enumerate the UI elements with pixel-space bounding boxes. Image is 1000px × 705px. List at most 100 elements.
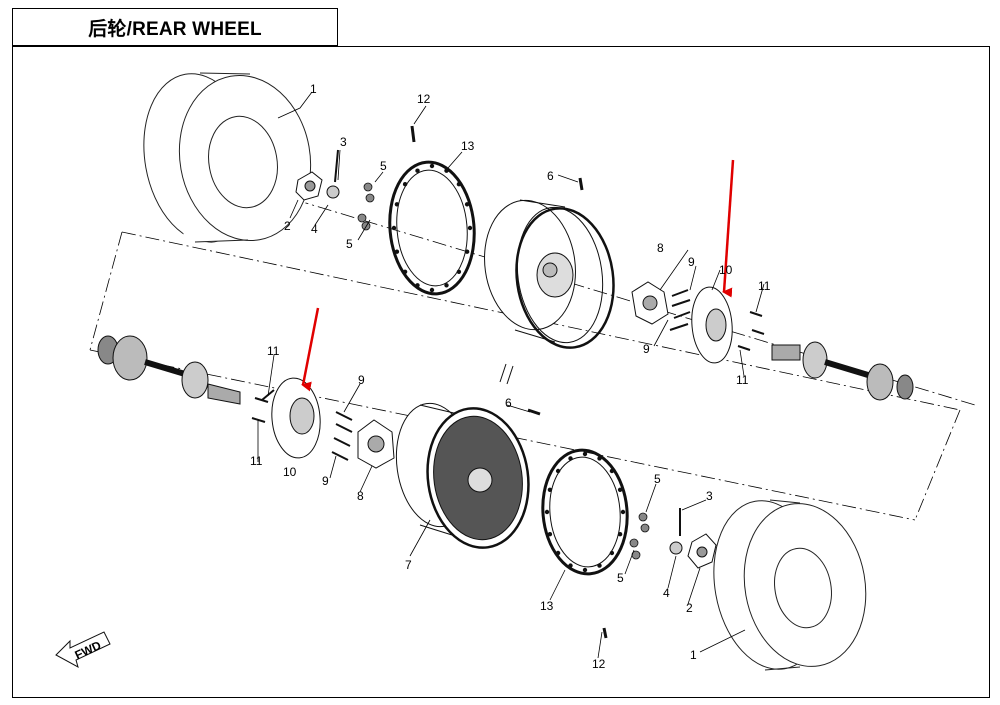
beadlock-bolts-top (391, 163, 473, 293)
nuts-bottom (629, 512, 650, 560)
ring-bolt (597, 563, 602, 568)
callouts: 1 3 2 4 5 5 12 13 6 8 9 10 11 9 11 11 11… (250, 82, 771, 671)
assembly-envelope (89, 164, 976, 521)
hub-8-bottom (357, 419, 395, 469)
callout-11-top-a: 11 (758, 279, 771, 293)
ring-bolt (467, 225, 473, 231)
callout-12-top: 12 (417, 92, 431, 106)
ring-bolt (555, 550, 561, 556)
ring-bolt (582, 567, 588, 573)
ring-bolt (544, 509, 550, 515)
tire-bottom (713, 499, 867, 671)
ring-bolt (582, 451, 588, 457)
ring-bolt (547, 532, 553, 537)
ring-bolt (464, 202, 470, 207)
callout-10-top: 10 (719, 263, 733, 277)
leader-lines (257, 91, 765, 659)
ring-bolt (609, 550, 615, 556)
page-title: 后轮/REAR WHEEL (88, 18, 262, 40)
ring-bolt (617, 532, 623, 537)
callout-5-bottom-a: 5 (654, 472, 661, 486)
bolt-12-top (410, 125, 416, 143)
rim-bottom (395, 402, 530, 549)
brake-disc-bottom (271, 377, 321, 459)
red-arrow-right (722, 159, 735, 298)
callout-3-bottom: 3 (706, 489, 713, 503)
diagram-frame (12, 46, 990, 698)
ring-bolt (568, 563, 573, 568)
callout-9-bottom-a: 9 (358, 373, 365, 387)
callout-5-top-b: 5 (346, 237, 353, 251)
callout-3-top: 3 (340, 135, 347, 149)
ring-bolt (444, 168, 449, 173)
callout-11-top-b: 11 (736, 373, 749, 387)
callout-11-bottom-b: 11 (250, 454, 263, 468)
title-box: 后轮/REAR WHEEL (12, 8, 338, 46)
ring-bolt (620, 509, 626, 515)
callout-1-bottom: 1 (690, 648, 697, 662)
callout-6-bottom: 6 (505, 396, 512, 410)
callout-7-bottom: 7 (405, 558, 412, 572)
axle-right (771, 341, 914, 401)
ring-bolt (394, 202, 400, 207)
callout-9-top-b: 9 (643, 342, 650, 356)
beadlock-bolts-bottom (544, 451, 626, 573)
studs-9-top (669, 289, 691, 331)
axle-left (97, 335, 241, 405)
ring-bolt (609, 468, 615, 474)
ring-bolt (444, 283, 449, 288)
ring-bolt (402, 182, 408, 187)
callout-9-top-a: 9 (688, 255, 695, 269)
ring-bolt (456, 269, 462, 274)
ring-bolt (597, 456, 602, 461)
nuts-top (357, 182, 375, 231)
rim-top (484, 199, 615, 349)
tire-top (143, 72, 316, 245)
ring-bolt (456, 182, 462, 187)
callout-5-top-a: 5 (380, 159, 387, 173)
hub-cap-top (295, 149, 340, 201)
ring-bolt (555, 468, 561, 474)
ring-bolt (429, 163, 435, 169)
axis-break (499, 363, 514, 385)
studs-9-bottom (331, 411, 353, 461)
ring-bolt (617, 487, 623, 492)
bolts-11-bottom (251, 389, 275, 423)
ring-bolt (415, 168, 420, 173)
callout-8-top: 8 (657, 241, 664, 255)
callout-8-bottom: 8 (357, 489, 364, 503)
bolts-11-top (737, 311, 765, 351)
callout-2-bottom: 2 (686, 601, 693, 615)
bolt-6-top (578, 177, 584, 191)
callout-9-bottom-b: 9 (322, 474, 329, 488)
hub-cap-bottom (669, 508, 717, 569)
ring-bolt (568, 456, 573, 461)
ring-bolt (391, 225, 397, 231)
ring-bolt (402, 269, 408, 274)
callout-6-top: 6 (547, 169, 554, 183)
ring-bolt (415, 283, 420, 288)
callout-1-top: 1 (310, 82, 317, 96)
ring-bolt (464, 249, 470, 254)
callout-12-bottom: 12 (592, 657, 606, 671)
hub-8-top (631, 281, 669, 325)
callout-11-bottom-a: 11 (267, 344, 280, 358)
red-arrow-left (301, 307, 320, 392)
fwd-arrow: FWD (55, 631, 111, 669)
callout-10-bottom: 10 (283, 465, 297, 479)
bolt-12-bottom (602, 627, 608, 639)
callout-2-top: 2 (284, 219, 291, 233)
fwd-label: FWD (73, 638, 104, 662)
ring-bolt (429, 287, 435, 293)
bolt-6-bottom (527, 408, 541, 416)
ring-bolt (394, 249, 400, 254)
callout-5-bottom-b: 5 (617, 571, 624, 585)
beadlock-ring-top (388, 160, 476, 296)
callout-4-top: 4 (311, 222, 318, 236)
callout-4-bottom: 4 (663, 586, 670, 600)
ring-bolt (547, 487, 553, 492)
callout-13-top: 13 (461, 139, 475, 153)
beadlock-ring-bottom (541, 448, 629, 576)
brake-disc-top (691, 286, 733, 364)
